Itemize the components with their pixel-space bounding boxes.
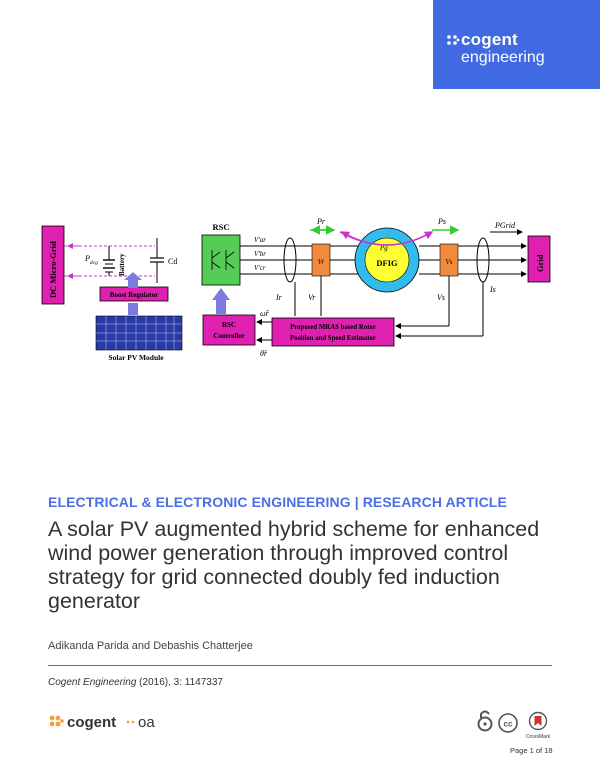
svg-text:Controller: Controller [213,332,244,340]
open-access-icon [477,710,493,732]
solar-pv-label: Solar PV Module [108,353,164,362]
rsc-converter-block [201,234,241,286]
vr-label: Vr [308,293,316,302]
svg-text:Position and Speed Estimator: Position and Speed Estimator [290,335,376,342]
divider [48,665,552,666]
svg-text:Vr: Vr [318,258,325,266]
journal-brand-block[interactable]: cogent engineering [433,0,600,89]
pgrid-label: PGrid [494,221,516,230]
ps-label: Ps [437,217,446,226]
brand-sub: engineering [461,49,545,66]
cd-label: Cd [168,257,177,266]
battery-label: Battery [118,253,126,276]
cogent-dots-icon [447,35,460,45]
vbr-label: V'br [254,250,266,258]
grid-block [527,235,551,283]
var-label: V'ar [254,236,266,244]
rsc-controller-block [202,314,256,346]
pg-label: Pg [379,244,388,252]
dc-microgrid-label: DC Micro-Grid [48,241,58,298]
creative-commons-icon: cc [498,713,518,733]
crossmark-icon: CrossMark [526,711,551,740]
svg-text:cogent: cogent [67,714,116,731]
article-category: ELECTRICAL & ELECTRONIC ENGINEERING | RE… [48,494,507,510]
grid-label: Grid [535,254,545,272]
svg-text:cc: cc [504,720,513,729]
open-access-icons[interactable]: cc CrossMark [476,709,552,741]
mras-estimator-block [271,317,395,347]
svg-text:CrossMark: CrossMark [526,734,551,740]
svg-text:oa: oa [138,714,155,731]
svg-text:Proposed MRAS based Rotor: Proposed MRAS based Rotor [290,324,376,331]
rsc-top-label: RSC [212,222,229,232]
vcr-label: V'cr [254,264,266,272]
ir-label: Ir [275,293,283,302]
article-authors: Adikanda Parida and Debashis Chatterjee [48,640,253,652]
boost-regulator-label: Boost Regulator [110,291,158,299]
article-citation: Cogent Engineering (2016), 3: 1147337 [48,677,223,688]
is-label: Is [489,285,496,294]
article-title: A solar PV augmented hybrid scheme for e… [48,517,540,613]
dfig-label: DFIG [376,258,398,268]
vs-label: Vs [437,293,445,302]
dc-microgrid-block [41,225,65,305]
omega-label: ω̂r [260,309,270,318]
svg-text:RSC: RSC [222,321,236,329]
svg-text:Vs: Vs [446,258,453,266]
cogent-oa-logo[interactable]: cogent oa [48,710,168,734]
pdc-label: Pdcg [84,254,98,266]
theta-label: θ̂r [260,349,268,358]
page-number: Page 1 of 18 [510,746,553,755]
brand-name: cogent [461,30,518,49]
dfig-system-diagram: DC Micro-Grid Pdcg Battery Cd Boost Regu… [41,217,551,362]
pr-label: Pr [316,217,326,226]
